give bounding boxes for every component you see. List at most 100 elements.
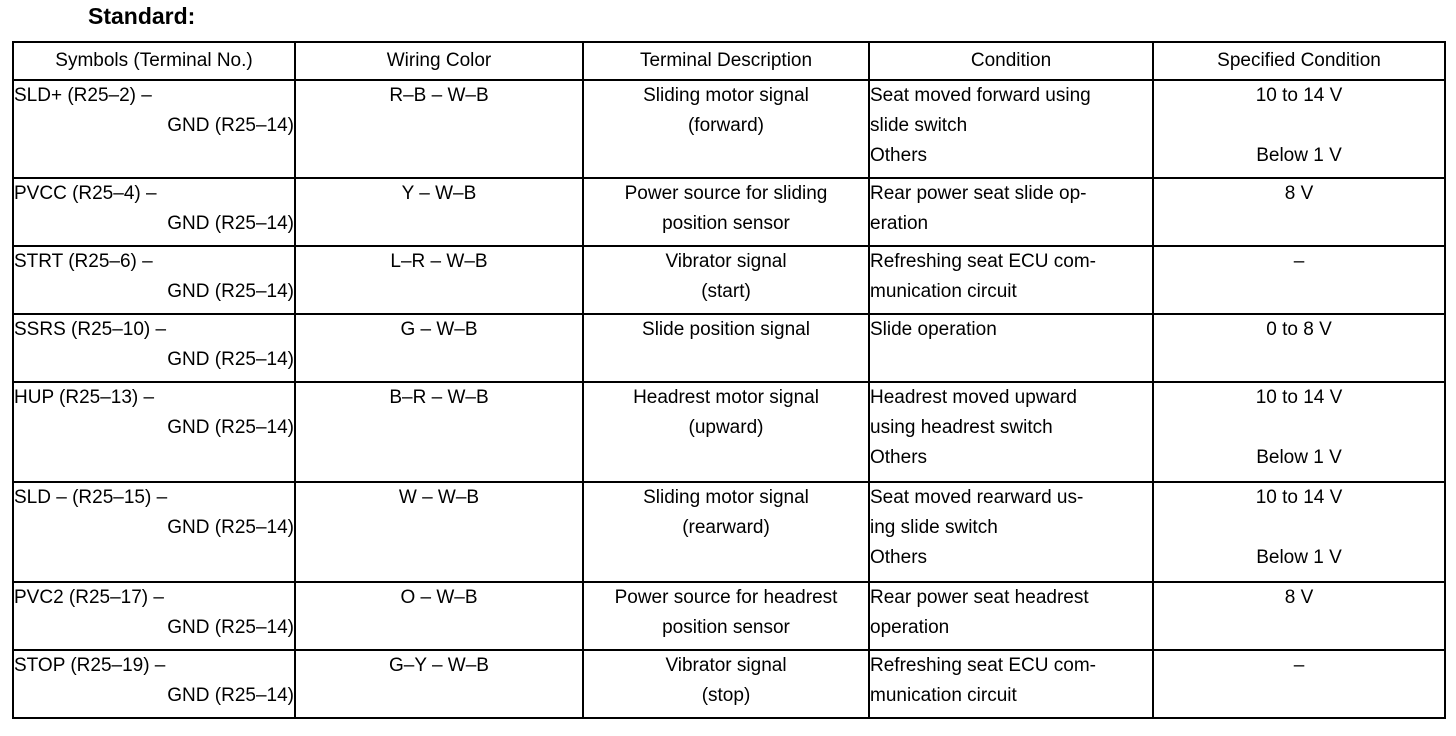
specified-value-1: 10 to 14 V: [1255, 387, 1343, 408]
table-row: SLD – (R25–15) – GND (R25–14) W – W–B Sl…: [12, 481, 1446, 583]
cell-condition: Headrest moved upward using headrest swi…: [868, 381, 1154, 483]
cell-specified-condition: –: [1152, 245, 1446, 315]
table-row: STOP (R25–19) – GND (R25–14) G–Y – W–B V…: [12, 649, 1446, 719]
table-header-row: Symbols (Terminal No.) Wiring Color Term…: [12, 41, 1446, 81]
cell-wiring-color: G – W–B: [294, 313, 584, 383]
description-line-1: Headrest motor signal: [633, 387, 819, 408]
condition-line-1: Headrest moved upward: [870, 387, 1077, 408]
condition-line-3: Others: [870, 447, 928, 468]
description-line-2: (start): [701, 281, 751, 302]
symbol-line-1: SLD+ (R25–2) –: [14, 85, 152, 106]
cell-terminal-description: Sliding motor signal (rearward): [582, 481, 870, 583]
specified-value-2: Below 1 V: [1256, 447, 1342, 468]
cell-terminal-description: Power source for sliding position sensor: [582, 177, 870, 247]
condition-line-1: Seat moved forward using: [870, 85, 1091, 106]
specified-value-2: Below 1 V: [1256, 145, 1342, 166]
cell-symbols: PVCC (R25–4) – GND (R25–14): [12, 177, 296, 247]
symbol-line-1: PVC2 (R25–17) –: [14, 587, 164, 608]
symbol-line-2: GND (R25–14): [167, 517, 294, 538]
specified-value-1: 10 to 14 V: [1255, 85, 1343, 106]
description-line-2: (rearward): [682, 517, 770, 538]
cell-terminal-description: Headrest motor signal (upward): [582, 381, 870, 483]
symbol-line-2: GND (R25–14): [167, 213, 294, 234]
page-title: Standard:: [88, 3, 196, 29]
table-row: PVC2 (R25–17) – GND (R25–14) O – W–B Pow…: [12, 581, 1446, 651]
cell-condition: Refreshing seat ECU com- munication circ…: [868, 245, 1154, 315]
specified-spacer: [1154, 111, 1444, 141]
cell-terminal-description: Slide position signal: [582, 313, 870, 383]
description-line-2: position sensor: [662, 213, 790, 234]
description-line-1: Sliding motor signal: [643, 487, 809, 508]
condition-line-1: Rear power seat headrest: [870, 587, 1089, 608]
cell-terminal-description: Power source for headrest position senso…: [582, 581, 870, 651]
symbol-line-2: GND (R25–14): [167, 115, 294, 136]
condition-line-1: Slide operation: [870, 319, 997, 340]
description-line-1: Vibrator signal: [665, 655, 787, 676]
cell-wiring-color: B–R – W–B: [294, 381, 584, 483]
cell-condition: Rear power seat slide op- eration: [868, 177, 1154, 247]
description-line-1: Power source for headrest: [614, 587, 838, 608]
cell-specified-condition: 8 V: [1152, 581, 1446, 651]
symbol-line-2: GND (R25–14): [167, 685, 294, 706]
cell-terminal-description: Vibrator signal (start): [582, 245, 870, 315]
symbol-line-2: GND (R25–14): [167, 281, 294, 302]
condition-line-1: Rear power seat slide op-: [870, 183, 1087, 204]
description-line-1: Power source for sliding: [624, 183, 828, 204]
cell-symbols: STRT (R25–6) – GND (R25–14): [12, 245, 296, 315]
symbol-line-1: PVCC (R25–4) –: [14, 183, 157, 204]
table-row: STRT (R25–6) – GND (R25–14) L–R – W–B Vi…: [12, 245, 1446, 315]
cell-symbols: SLD – (R25–15) – GND (R25–14): [12, 481, 296, 583]
column-header-condition: Condition: [868, 41, 1154, 81]
cell-condition: Rear power seat headrest operation: [868, 581, 1154, 651]
cell-specified-condition: 0 to 8 V: [1152, 313, 1446, 383]
condition-line-2: ing slide switch: [870, 517, 998, 538]
specified-spacer: [1154, 413, 1444, 443]
symbol-line-1: HUP (R25–13) –: [14, 387, 155, 408]
description-line-2: (stop): [701, 685, 751, 706]
condition-line-3: Others: [870, 547, 928, 568]
symbol-line-1: STRT (R25–6) –: [14, 251, 153, 272]
condition-line-2: operation: [870, 617, 950, 638]
cell-specified-condition: 10 to 14 V Below 1 V: [1152, 481, 1446, 583]
symbol-line-1: SSRS (R25–10) –: [14, 319, 167, 340]
description-line-2: (upward): [688, 417, 764, 438]
cell-symbols: PVC2 (R25–17) – GND (R25–14): [12, 581, 296, 651]
condition-line-2: eration: [870, 213, 929, 234]
cell-wiring-color: R–B – W–B: [294, 79, 584, 179]
cell-symbols: STOP (R25–19) – GND (R25–14): [12, 649, 296, 719]
cell-symbols: HUP (R25–13) – GND (R25–14): [12, 381, 296, 483]
specified-value-1: 0 to 8 V: [1266, 319, 1332, 340]
cell-condition: Seat moved forward using slide switch Ot…: [868, 79, 1154, 179]
symbol-line-1: SLD – (R25–15) –: [14, 487, 168, 508]
cell-wiring-color: L–R – W–B: [294, 245, 584, 315]
cell-symbols: SLD+ (R25–2) – GND (R25–14): [12, 79, 296, 179]
table-row: SSRS (R25–10) – GND (R25–14) G – W–B Sli…: [12, 313, 1446, 383]
condition-line-3: Others: [870, 145, 928, 166]
specified-value-1: 8 V: [1284, 183, 1314, 204]
condition-line-2: munication circuit: [870, 281, 1017, 302]
symbol-line-2: GND (R25–14): [167, 349, 294, 370]
specified-value-1: –: [1293, 655, 1305, 676]
cell-terminal-description: Sliding motor signal (forward): [582, 79, 870, 179]
condition-line-1: Seat moved rearward us-: [870, 487, 1084, 508]
description-line-1: Slide position signal: [642, 319, 810, 340]
specified-value-1: 10 to 14 V: [1255, 487, 1343, 508]
symbol-line-1: STOP (R25–19) –: [14, 655, 166, 676]
column-header-symbols: Symbols (Terminal No.): [12, 41, 296, 81]
cell-condition: Refreshing seat ECU com- munication circ…: [868, 649, 1154, 719]
column-header-terminal-description: Terminal Description: [582, 41, 870, 81]
condition-line-1: Refreshing seat ECU com-: [870, 655, 1096, 676]
condition-line-2: using headrest switch: [870, 417, 1053, 438]
cell-condition: Slide operation: [868, 313, 1154, 383]
description-line-1: Sliding motor signal: [643, 85, 809, 106]
specified-spacer: [1154, 513, 1444, 543]
condition-line-2: munication circuit: [870, 685, 1017, 706]
cell-wiring-color: G–Y – W–B: [294, 649, 584, 719]
cell-condition: Seat moved rearward us- ing slide switch…: [868, 481, 1154, 583]
condition-line-2: slide switch: [870, 115, 968, 136]
cell-specified-condition: 10 to 14 V Below 1 V: [1152, 381, 1446, 483]
cell-specified-condition: 8 V: [1152, 177, 1446, 247]
cell-specified-condition: 10 to 14 V Below 1 V: [1152, 79, 1446, 179]
cell-wiring-color: Y – W–B: [294, 177, 584, 247]
